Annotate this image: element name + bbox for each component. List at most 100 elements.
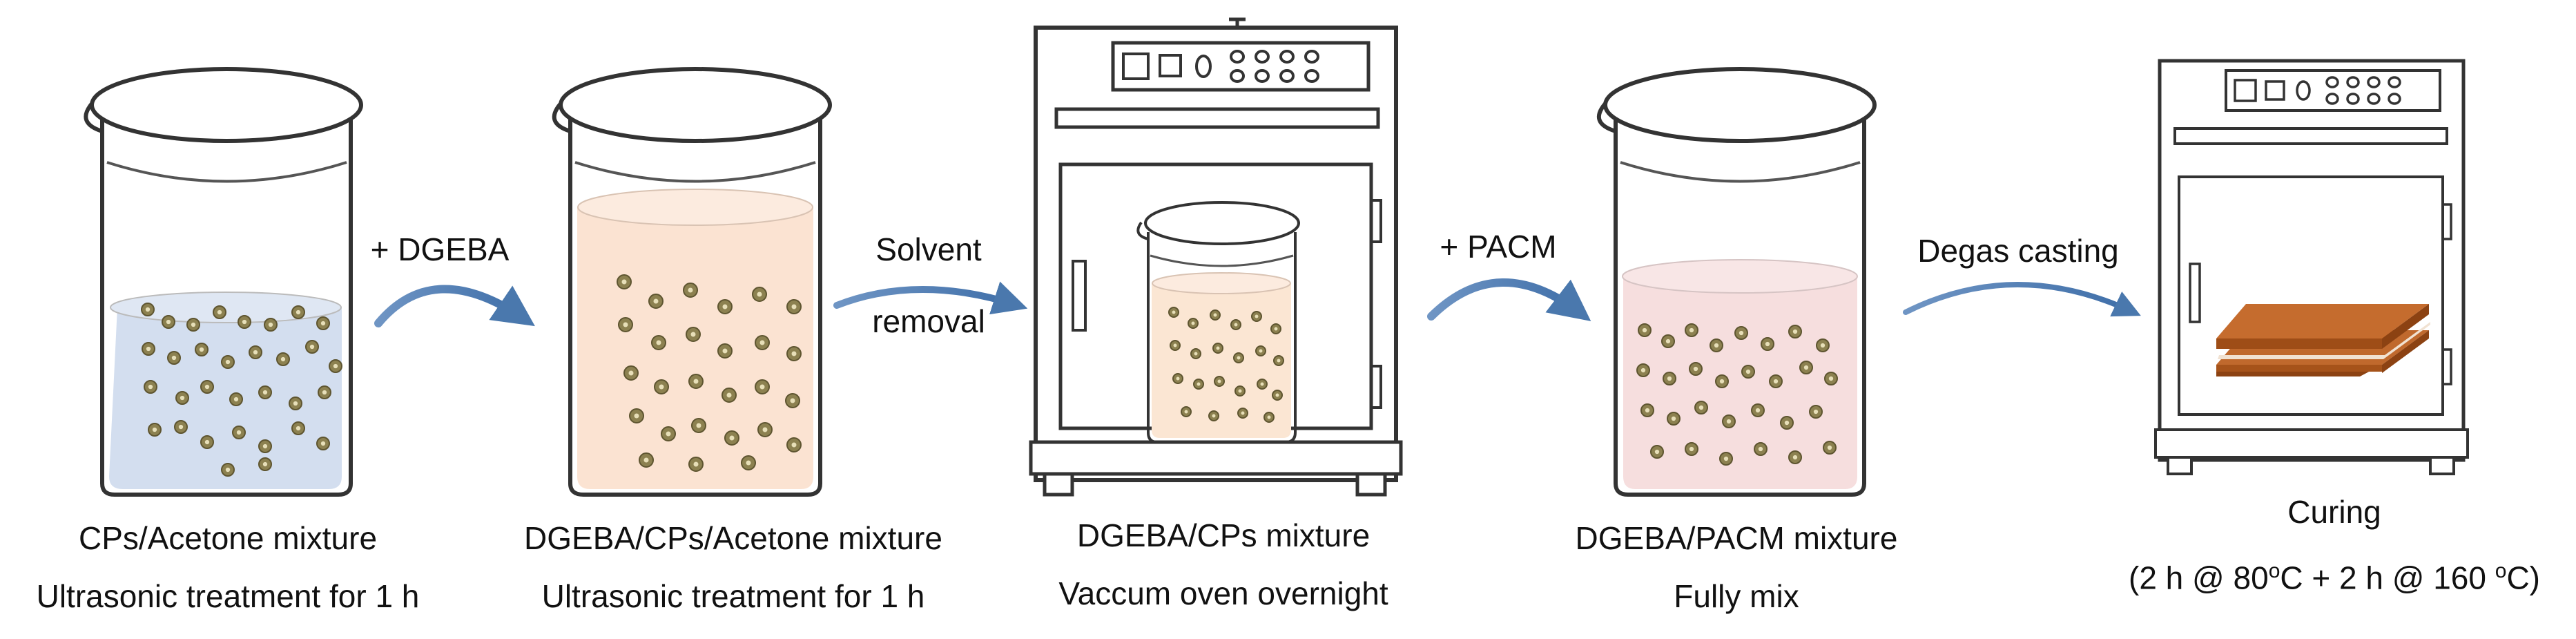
- particle-core: [242, 319, 247, 325]
- particle-core: [1689, 446, 1694, 452]
- particle-core: [320, 441, 326, 446]
- step-5-subtitle: (2 h @ 80oC + 2 h @ 160 oC): [2129, 560, 2540, 596]
- arrow-label-solvent: Solvent: [875, 231, 982, 267]
- particle-core: [191, 322, 196, 327]
- particle-core: [621, 279, 627, 285]
- particle-core: [296, 426, 301, 431]
- vacuum-oven: [1029, 17, 1403, 497]
- particle-core: [296, 309, 301, 315]
- arrow-add-pacm: [1427, 278, 1591, 321]
- particle-core: [236, 430, 242, 435]
- arrow-label-removal: removal: [872, 303, 985, 339]
- particle-core: [653, 298, 659, 304]
- particle-core: [262, 461, 268, 467]
- particle-core: [791, 304, 797, 309]
- particle-core: [152, 427, 157, 432]
- particle-core: [690, 332, 696, 337]
- particle-core: [171, 355, 177, 361]
- liquid-dgeba-acetone: [577, 197, 813, 489]
- particle-core: [1820, 343, 1826, 348]
- particle-core: [199, 347, 204, 352]
- particle-core: [180, 395, 185, 401]
- particle-core: [1745, 369, 1751, 374]
- beaker-1: [84, 67, 363, 497]
- particle-core: [693, 461, 699, 467]
- step-2-title: DGEBA/CPs/Acetone mixture: [524, 520, 942, 556]
- particle-core: [634, 413, 639, 419]
- particle-core: [309, 344, 315, 350]
- particle-core: [333, 363, 338, 369]
- particle-core: [1671, 416, 1676, 421]
- particle-core: [791, 442, 797, 448]
- particle-core: [722, 304, 728, 309]
- particle-core: [628, 370, 634, 376]
- particle-core: [1784, 420, 1790, 426]
- step-5-title: Curing: [2287, 494, 2381, 530]
- particle-core: [1828, 376, 1834, 381]
- step-3-subtitle: Vaccum oven overnight: [1058, 575, 1388, 611]
- particle-core: [722, 348, 728, 354]
- particle-core: [1241, 411, 1245, 415]
- particle-core: [1689, 327, 1694, 333]
- particle-core: [759, 340, 765, 345]
- particle-core: [1255, 314, 1259, 318]
- particle-core: [204, 384, 210, 390]
- curing-oven: [2154, 59, 2469, 475]
- particle-core: [693, 379, 699, 384]
- particle-core: [1654, 449, 1660, 455]
- arrow-label-degas: Degas casting: [1917, 233, 2119, 269]
- particle-core: [1739, 330, 1744, 336]
- particles: [141, 274, 1838, 477]
- particle-core: [322, 390, 327, 395]
- particle-core: [1773, 379, 1779, 384]
- particle-core: [280, 356, 286, 362]
- particle-core: [757, 292, 762, 297]
- particle-core: [656, 340, 661, 345]
- particle-core: [696, 423, 701, 428]
- particle-core: [225, 467, 231, 473]
- arrow-solvent-removal: [833, 281, 1028, 315]
- particle-core: [146, 346, 151, 352]
- particle-core: [1216, 346, 1220, 350]
- step-3-title: DGEBA/CPs mixture: [1076, 517, 1371, 553]
- particle-core: [1827, 445, 1832, 450]
- particle-core: [1184, 410, 1188, 414]
- particle-core: [1693, 366, 1698, 372]
- beaker-2: [552, 67, 832, 497]
- arrow-add-dgeba: [374, 285, 535, 327]
- particle-core: [1173, 343, 1177, 347]
- arrow-degas-casting: [1903, 282, 2141, 317]
- particle-core: [1277, 359, 1281, 363]
- particle-core: [1212, 414, 1216, 418]
- step-2-subtitle: Ultrasonic treatment for 1 h: [541, 578, 925, 614]
- particle-core: [1665, 338, 1671, 344]
- step-1-title: CPs/Acetone mixture: [78, 520, 378, 556]
- particle-core: [217, 309, 222, 315]
- particle-core: [1723, 456, 1729, 461]
- particle-core: [1267, 415, 1271, 419]
- particle-core: [1726, 419, 1732, 424]
- particle-core: [1642, 327, 1647, 333]
- beaker-3: [1597, 67, 1877, 497]
- cured-plate: [2216, 304, 2430, 376]
- particle-core: [262, 390, 268, 395]
- liquid-acetone: [109, 296, 342, 489]
- step-4-subtitle: Fully mix: [1674, 578, 1799, 614]
- particle-core: [1197, 382, 1201, 386]
- particle-core: [659, 384, 664, 390]
- particle-core: [1792, 329, 1798, 334]
- particle-core: [1260, 382, 1264, 386]
- particle-core: [1698, 405, 1704, 410]
- particle-core: [178, 424, 184, 430]
- particle-core: [726, 392, 732, 398]
- particle-core: [1234, 323, 1238, 327]
- particle-core: [1640, 368, 1646, 373]
- particle-core: [1714, 343, 1719, 348]
- particle-core: [225, 359, 231, 365]
- particle-core: [293, 401, 298, 406]
- particle-core: [1765, 341, 1770, 347]
- particle-core: [233, 397, 239, 402]
- arrow-label-dgeba: + DGEBA: [370, 231, 510, 267]
- particle-core: [762, 427, 768, 432]
- arrow-label-pacm: + PACM: [1440, 229, 1557, 265]
